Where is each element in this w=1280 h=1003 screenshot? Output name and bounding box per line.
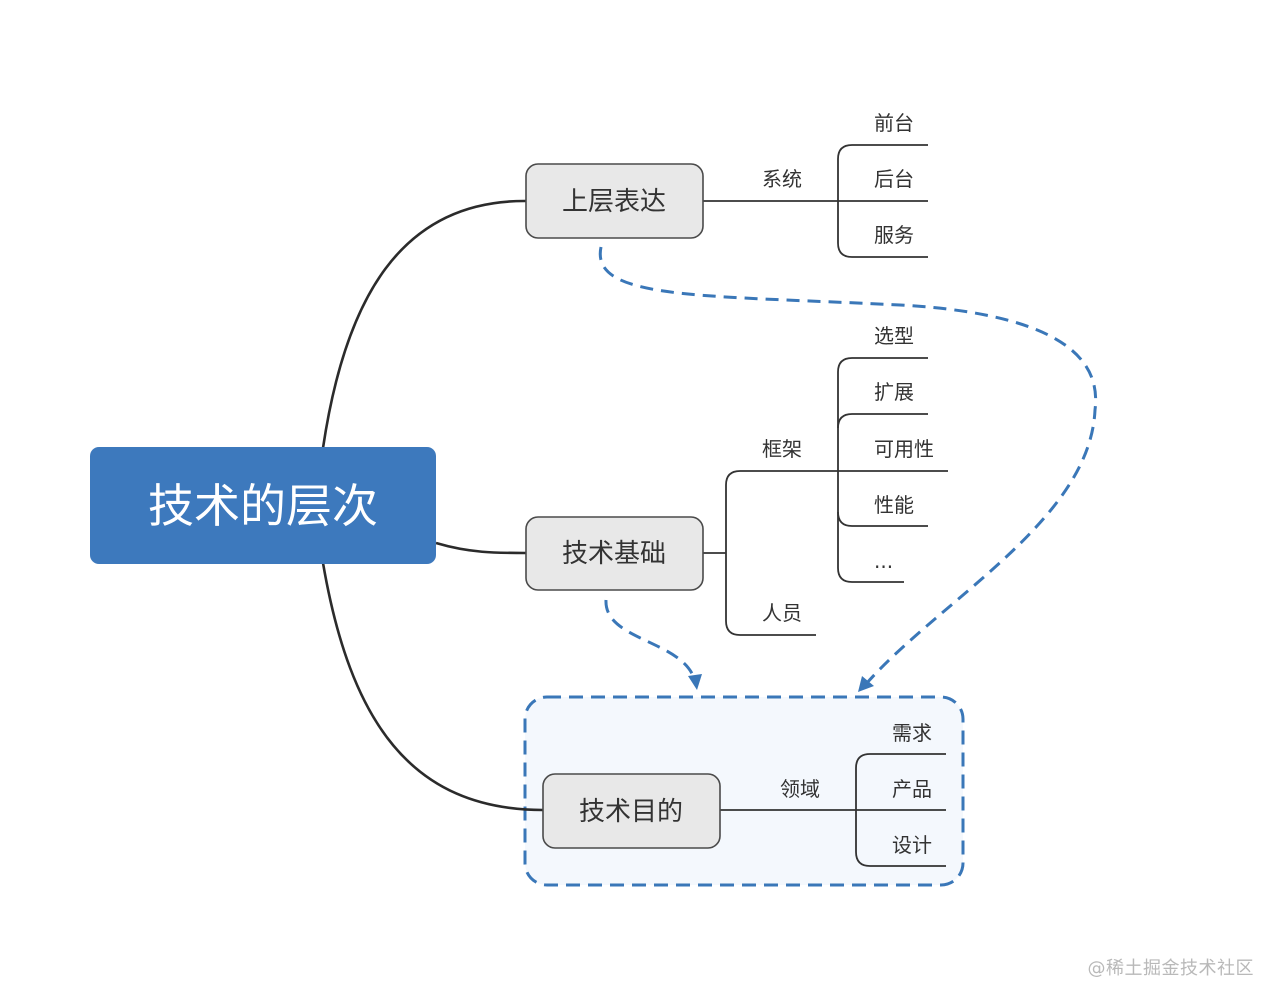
leaf-availability[interactable]: 可用性 — [874, 437, 934, 461]
leaf-extension[interactable]: 扩展 — [874, 380, 914, 404]
arrowhead-icon — [688, 674, 702, 690]
leaf-design[interactable]: 设计 — [892, 833, 932, 857]
subtopic-domain[interactable]: 领域 — [780, 777, 820, 801]
root-node-box[interactable] — [90, 447, 436, 564]
node-box[interactable] — [525, 516, 704, 591]
leaf-service[interactable]: 服务 — [874, 223, 914, 247]
connector-root-to-foundation — [435, 541, 527, 555]
root-node[interactable]: 技术的层次 — [90, 447, 436, 564]
node-tech-foundation[interactable]: 技术基础 — [525, 516, 704, 591]
node-label: 上层表达 — [562, 187, 666, 217]
node-label: 技术目的 — [579, 797, 683, 827]
node-upper-expression[interactable]: 上层表达 — [525, 163, 704, 239]
watermark: @稀土掘金技术社区 — [1087, 958, 1254, 979]
leaf-product[interactable]: 产品 — [892, 777, 932, 801]
arrowhead-icon — [858, 676, 874, 692]
leaf-backend[interactable]: 后台 — [874, 167, 914, 191]
leaf-frontend[interactable]: 前台 — [874, 111, 914, 135]
leaf-line-extension — [837, 413, 928, 429]
leaf-selection[interactable]: 选型 — [874, 324, 914, 348]
leaf-line-performance — [837, 511, 928, 527]
leaf-performance[interactable]: 性能 — [874, 493, 914, 517]
relation-upper-to-purpose[interactable] — [598, 246, 1098, 685]
relation-foundation-to-purpose[interactable] — [604, 599, 696, 679]
subtopic-people[interactable]: 人员 — [762, 601, 802, 625]
subtopic-system[interactable]: 系统 — [762, 167, 802, 191]
bracket-framework — [837, 357, 928, 583]
bracket-foundation — [725, 470, 838, 636]
subtopic-framework[interactable]: 框架 — [762, 437, 802, 461]
leaf-more[interactable]: ... — [874, 549, 893, 573]
node-box[interactable] — [525, 163, 704, 239]
node-tech-purpose[interactable]: 技术目的 — [542, 773, 721, 849]
node-box[interactable] — [542, 773, 721, 849]
connector-root-to-upper — [321, 199, 527, 449]
leaf-requirements[interactable]: 需求 — [892, 721, 932, 745]
root-node-label: 技术的层次 — [148, 479, 378, 533]
node-label: 技术基础 — [562, 539, 666, 569]
connector-root-to-purpose — [321, 562, 544, 812]
